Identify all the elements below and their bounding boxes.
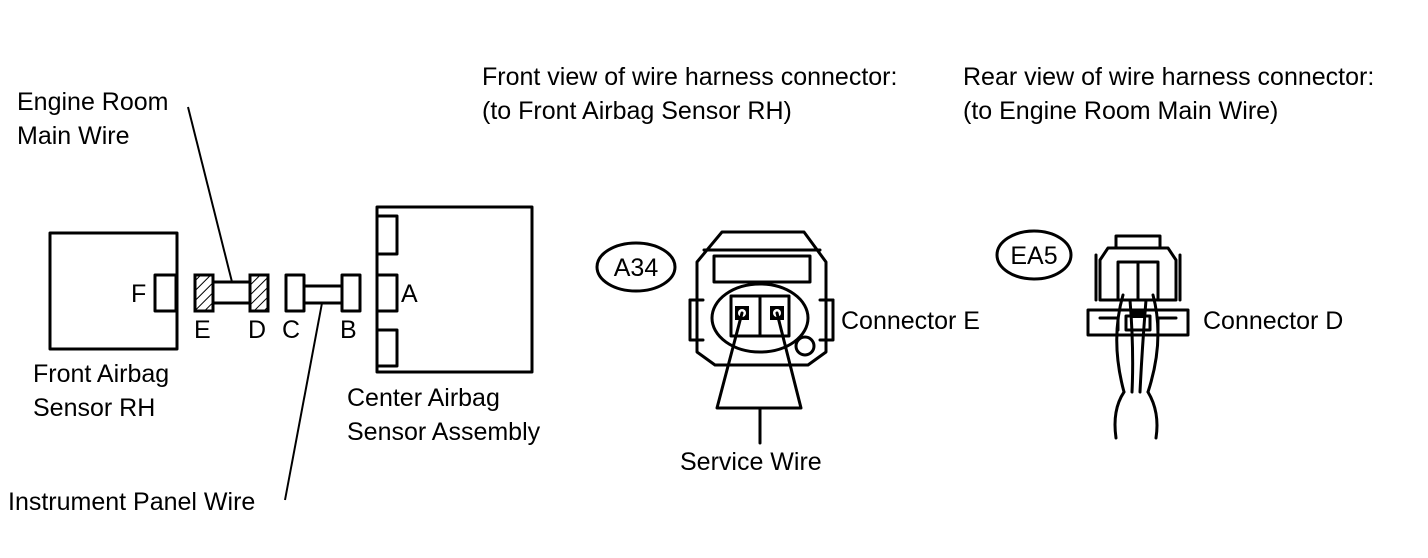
center-sensor-label-line2: Sensor Assembly [347,418,541,446]
connector-f-socket [153,273,178,313]
connector-a-letter: A [401,280,418,308]
connector-c-letter: C [282,316,300,344]
connector-e-label: Connector E [841,307,980,335]
center-sensor-socket-1 [375,214,399,256]
a34-code: A34 [614,254,659,282]
connector-f-letter: F [131,280,146,308]
ea5-code-bubble [995,229,1073,281]
connector-e-letter: E [194,316,211,344]
connector-b-letter: B [340,316,357,344]
connector-d-label: Connector D [1203,307,1343,335]
rear-view-heading-line2: (to Engine Room Main Wire) [963,97,1278,125]
connector-e-front-view-drawing [688,230,835,445]
instrument-panel-leader-line [284,302,323,501]
instrument-panel-label: Instrument Panel Wire [8,488,255,516]
rear-view-heading-line1: Rear view of wire harness connector: [963,63,1374,91]
connector-d-rear-view-drawing [1086,234,1190,440]
connector-d-block [248,273,270,313]
connector-d-letter: D [248,316,266,344]
engine-room-leader-line [187,106,233,283]
engine-room-label-line2: Main Wire [17,122,130,150]
connector-b-block [340,273,362,313]
ea5-code: EA5 [1010,242,1057,270]
center-sensor-socket-3 [375,328,399,368]
a34-code-bubble [595,241,677,293]
connector-a-socket [375,273,399,313]
front-sensor-label-line1: Front Airbag [33,360,169,388]
connector-e-block [193,273,215,313]
front-view-heading-line1: Front view of wire harness connector: [482,63,897,91]
front-airbag-sensor-box [48,231,179,351]
engine-room-label-line1: Engine Room [17,88,168,116]
front-sensor-label-line2: Sensor RH [33,394,155,422]
connector-c-block [284,273,306,313]
service-wire-label: Service Wire [680,448,822,476]
front-view-heading-line2: (to Front Airbag Sensor RH) [482,97,792,125]
center-sensor-label-line1: Center Airbag [347,384,500,412]
